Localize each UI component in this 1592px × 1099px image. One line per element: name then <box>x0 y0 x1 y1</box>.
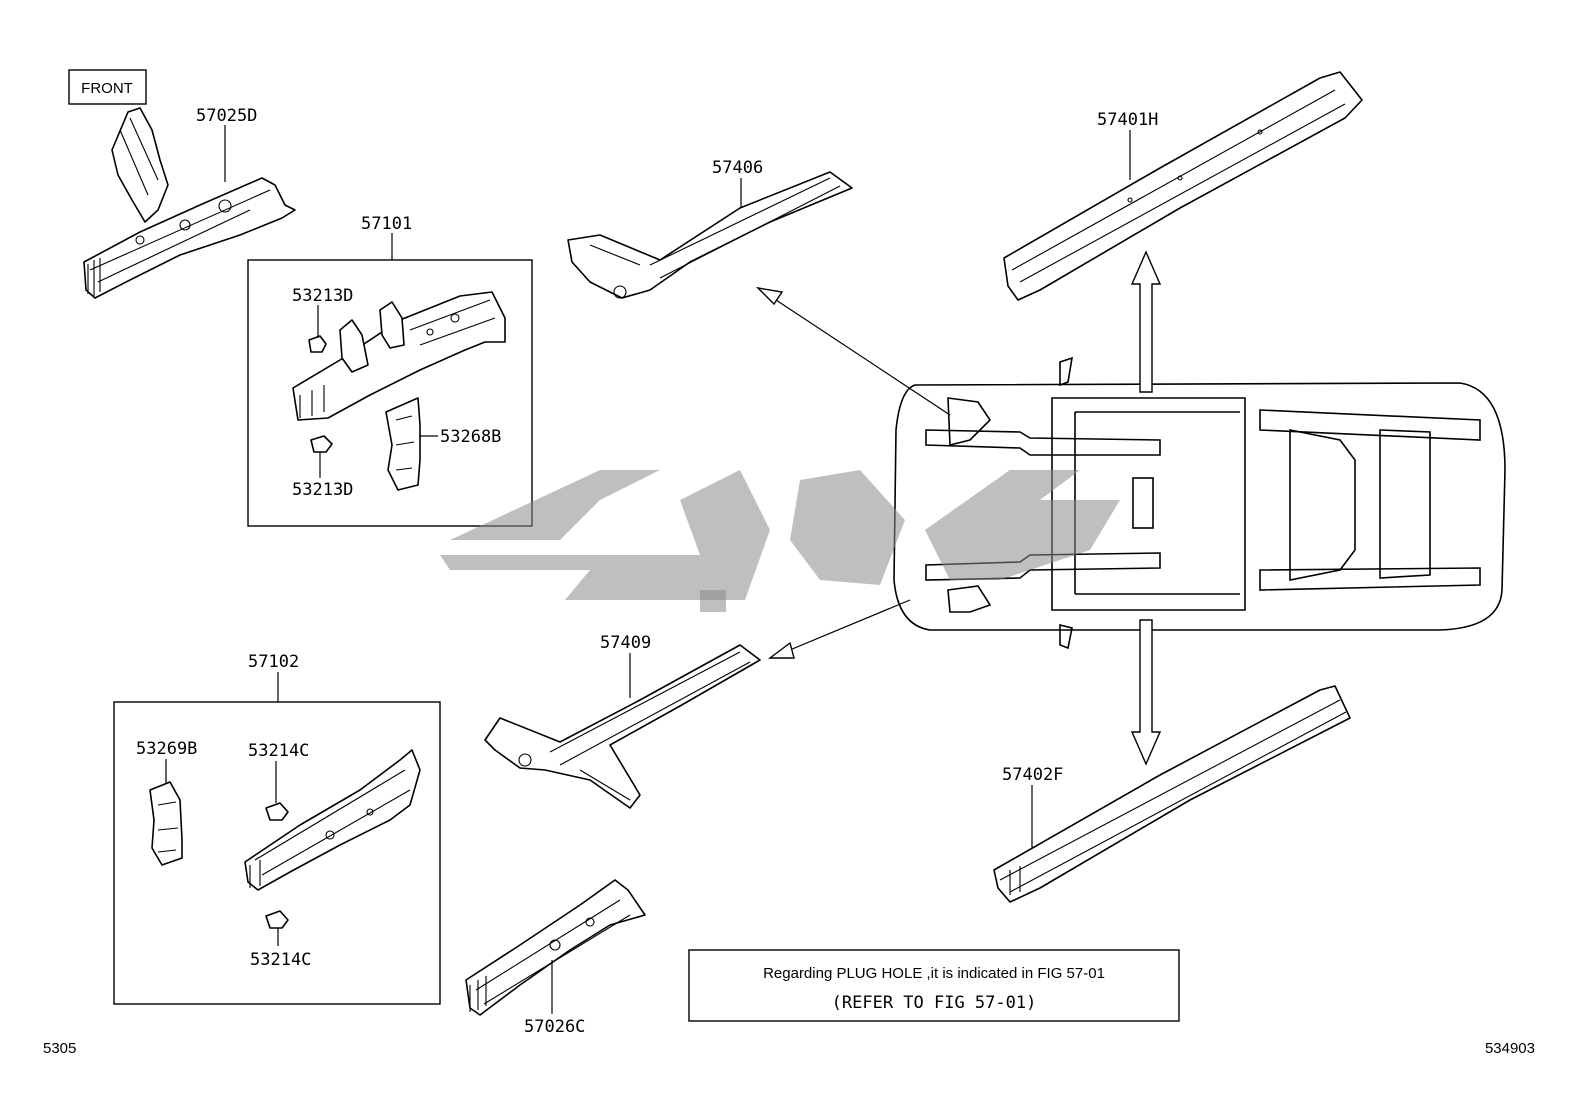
arrow-to-57406 <box>755 286 951 416</box>
part-53269B-drawing[interactable] <box>149 781 183 866</box>
part-57402F-drawing[interactable] <box>993 685 1351 903</box>
label-53269B: 53269B <box>136 739 197 759</box>
label-53214C-top: 53214C <box>248 741 309 761</box>
watermark-logo <box>440 470 1120 612</box>
part-53214C-top-drawing[interactable] <box>265 802 289 821</box>
note-line2: (REFER TO FIG 57-01) <box>832 993 1037 1013</box>
part-57102-drawing[interactable] <box>244 749 421 891</box>
arrow-to-57401H <box>1130 250 1162 393</box>
label-57026C: 57026C <box>524 1017 585 1037</box>
label-53213D-top: 53213D <box>292 286 353 306</box>
label-57401H: 57401H <box>1097 110 1158 130</box>
label-53268B: 53268B <box>440 427 501 447</box>
part-53213D-bottom-drawing[interactable] <box>310 435 333 453</box>
label-57402F: 57402F <box>1002 765 1063 785</box>
arrow-to-57409 <box>767 599 911 659</box>
group-57102-box <box>113 701 441 1005</box>
part-57406-drawing[interactable] <box>567 171 853 299</box>
arrow-to-57402F <box>1130 619 1162 766</box>
plug-hole-note: Regarding PLUG HOLE ,it is indicated in … <box>688 949 1180 1022</box>
footer-left-code: 5305 <box>43 1040 76 1057</box>
group-57101-box <box>247 259 533 527</box>
front-tag: FRONT <box>68 69 147 105</box>
label-53213D-bottom: 53213D <box>292 480 353 500</box>
front-label: FRONT <box>81 80 133 97</box>
part-53213D-top-drawing[interactable] <box>308 335 327 353</box>
footer-right-code: 534903 <box>1485 1040 1535 1057</box>
part-53214C-bottom-drawing[interactable] <box>265 910 289 929</box>
part-57025D-drawing[interactable] <box>83 107 296 299</box>
part-57101-drawing[interactable] <box>292 291 506 421</box>
part-53268B-drawing[interactable] <box>385 397 421 491</box>
label-57406: 57406 <box>712 158 763 178</box>
label-57101: 57101 <box>361 214 412 234</box>
part-57026C-drawing[interactable] <box>465 879 646 1016</box>
label-53214C-bottom: 53214C <box>250 950 311 970</box>
label-57025D: 57025D <box>196 106 257 126</box>
label-57102: 57102 <box>248 652 299 672</box>
label-57409: 57409 <box>600 633 651 653</box>
part-57401H-drawing[interactable] <box>1003 71 1363 301</box>
part-57409-drawing[interactable] <box>484 644 761 809</box>
note-line1: Regarding PLUG HOLE ,it is indicated in … <box>763 965 1105 982</box>
